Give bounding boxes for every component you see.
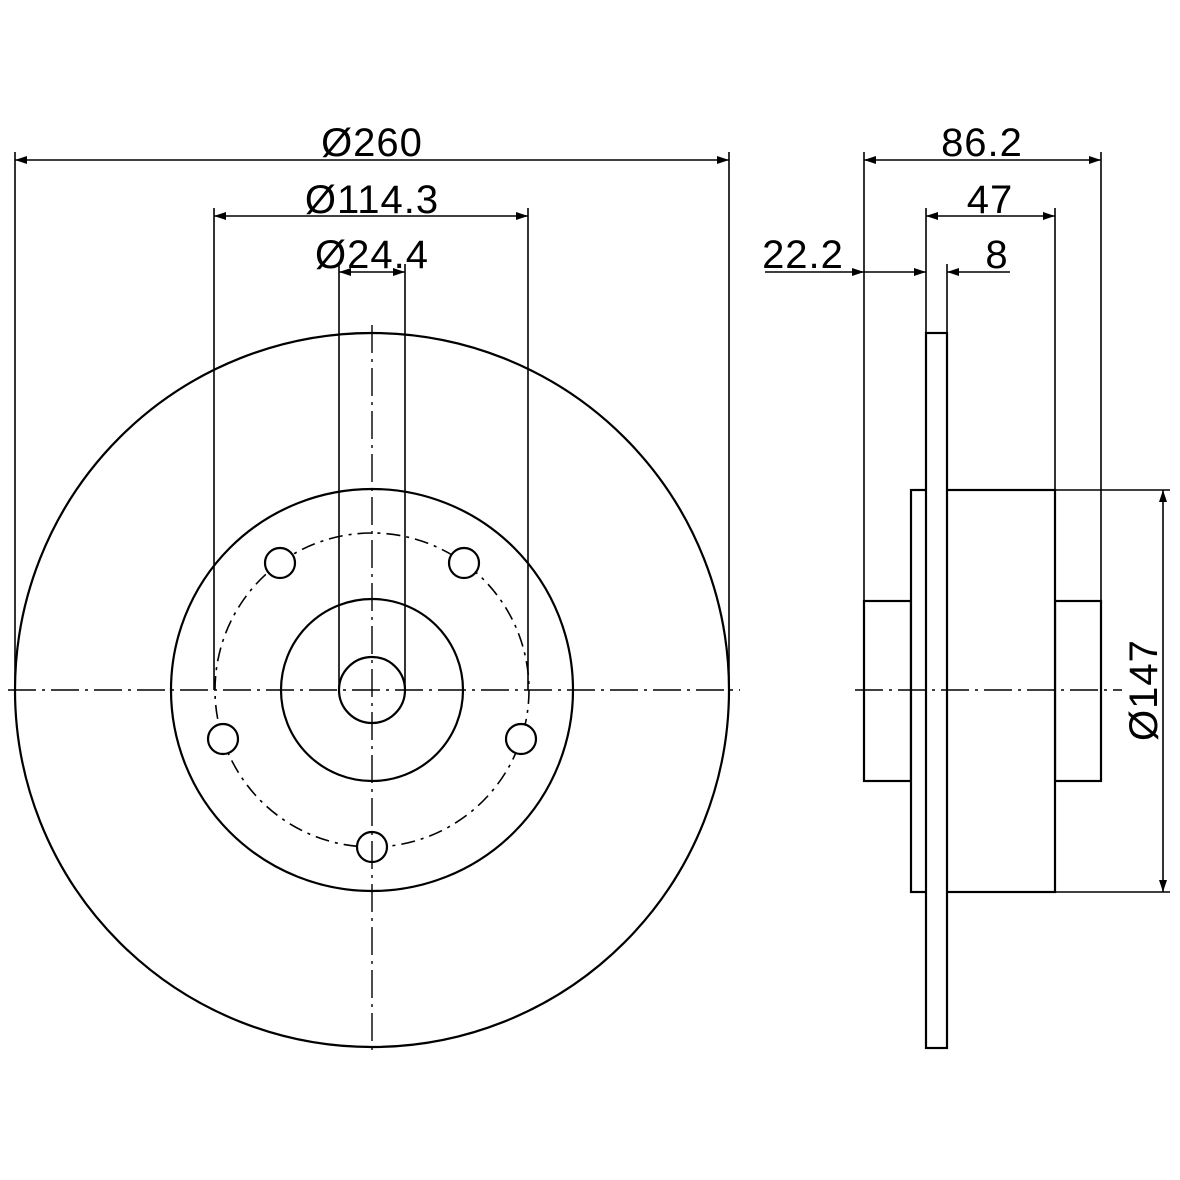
bolt-hole	[263, 546, 297, 580]
bolt-hole	[447, 546, 481, 580]
label-disc-thickness: 8	[985, 233, 1008, 277]
hub-flange-left	[862, 599, 913, 783]
label-center-bore: Ø24.4	[315, 233, 429, 277]
label-overall-width: 86.2	[941, 121, 1023, 165]
hub-flange-right	[1053, 599, 1103, 783]
front-view: Ø260 Ø114.3 Ø24.4	[8, 121, 740, 1056]
bolt-hole	[206, 722, 240, 756]
label-bolt-circle: Ø114.3	[305, 178, 439, 222]
side-view: 86.2 47 22.2 8 Ø147	[762, 121, 1170, 1050]
label-offset: 22.2	[762, 233, 844, 277]
bolt-hole	[504, 722, 538, 756]
label-hub-width: 47	[967, 178, 1014, 222]
label-outer-diameter: Ø260	[321, 121, 423, 165]
label-hub-diameter: Ø147	[1122, 639, 1166, 741]
